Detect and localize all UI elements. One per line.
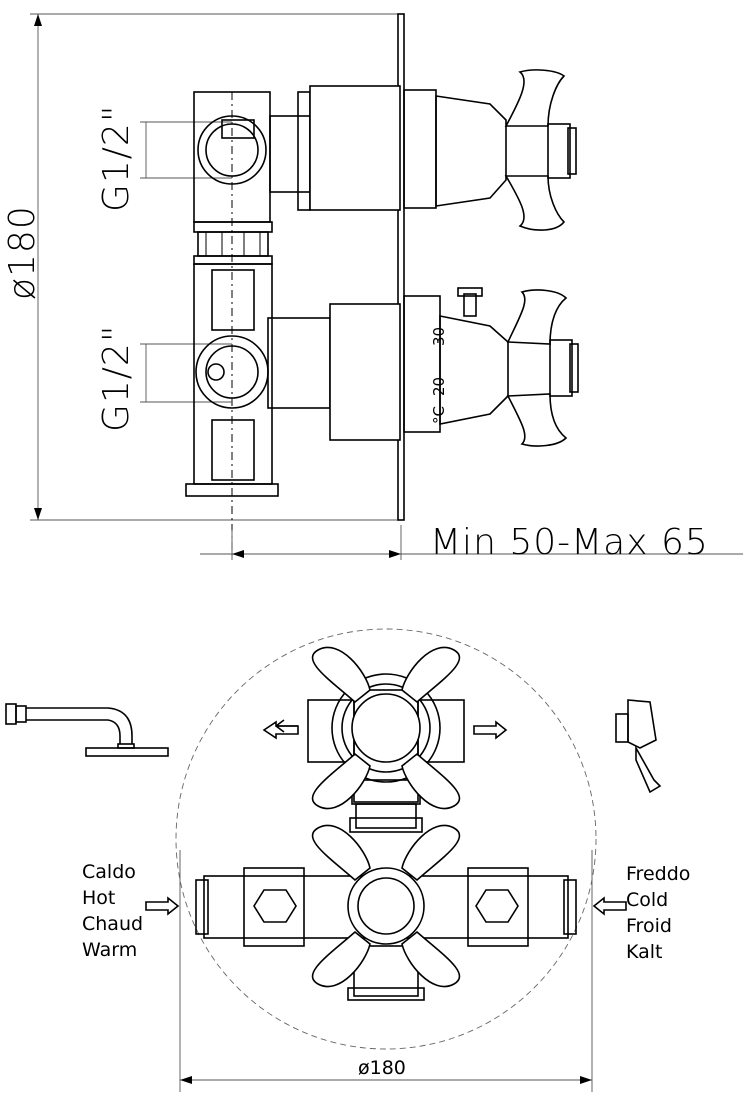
cold-inlet-labels: Freddo Cold Froid Kalt [626, 863, 690, 963]
scale-mark-30: 30 [430, 327, 448, 346]
hot-label-en: Hot [82, 887, 115, 909]
thread-label-top: G1/2" [96, 105, 137, 212]
hand-shower-icon [615, 699, 662, 794]
scale-mark-20: 20 [430, 377, 448, 396]
diameter-label-side: ø180 [2, 205, 43, 300]
diameter-label-front: ø180 [358, 1057, 406, 1079]
cold-label-en: Cold [626, 889, 668, 911]
scale-unit: °C [430, 406, 448, 424]
hot-label-it: Caldo [82, 861, 136, 883]
shower-head-icon [5, 703, 169, 757]
thread-label-bottom: G1/2" [96, 325, 137, 432]
hot-inlet-labels: Caldo Hot Chaud Warm [82, 861, 143, 961]
front-view: ø180 [5, 628, 690, 1092]
depth-label: Min 50-Max 65 [430, 522, 709, 563]
side-view: ø180 Min 50-Max 65 G1/2" G1/2" [2, 13, 743, 563]
hot-label-de: Warm [82, 939, 137, 961]
cold-label-it: Freddo [626, 863, 690, 885]
cold-label-de: Kalt [626, 941, 663, 963]
cold-label-fr: Froid [626, 915, 672, 937]
hot-label-fr: Chaud [82, 913, 143, 935]
